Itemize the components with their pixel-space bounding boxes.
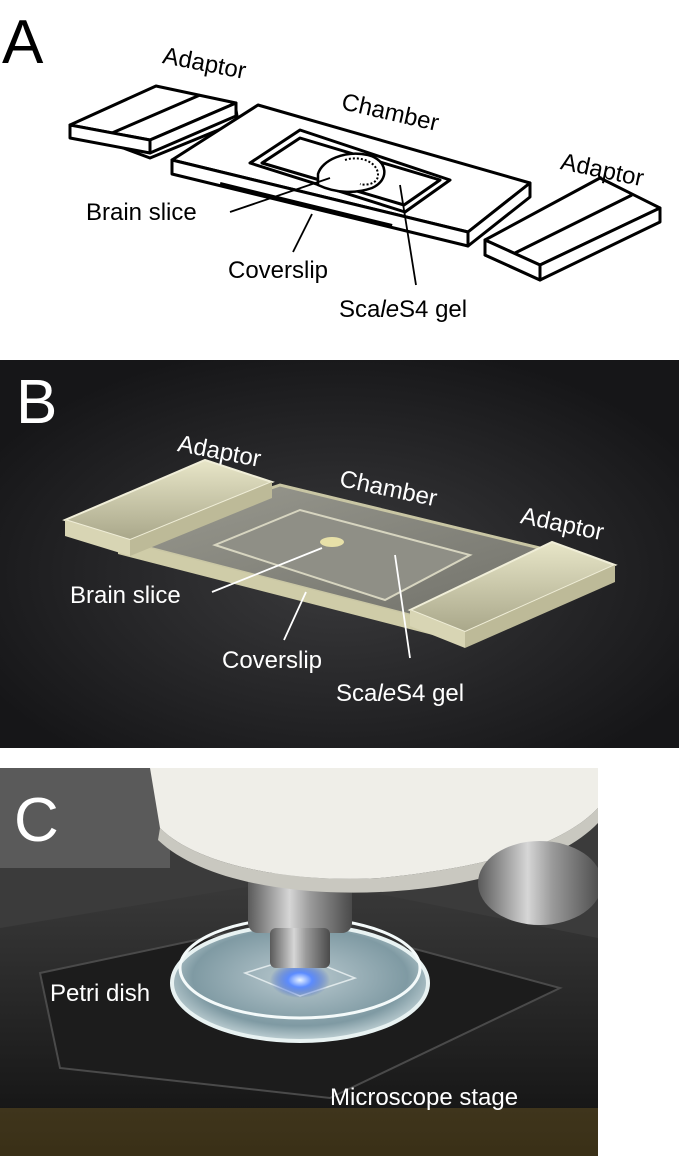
photo-label-scales4-gel: ScaleS4 gel <box>336 680 464 708</box>
panel-b-photo: B Adaptor Chamber Adaptor Brain slice Co… <box>0 360 679 748</box>
right-adaptor-side <box>538 206 662 282</box>
photo-gel-label-italic: le <box>377 680 397 707</box>
panel-a-drawing <box>68 84 662 286</box>
right-adaptor-groove <box>514 193 633 255</box>
side-objective <box>478 841 598 925</box>
objective-lens-tip <box>270 928 330 968</box>
photo-brain-slice <box>320 537 344 547</box>
photo-right-adaptor-front <box>410 610 465 648</box>
photo-brain-slice-leader <box>211 547 323 593</box>
bench-edge <box>0 1108 598 1156</box>
panel-c-letter: C <box>14 786 59 855</box>
brain-slice-leader <box>229 177 331 213</box>
panel-c-scene <box>0 768 598 1156</box>
left-adaptor-groove <box>111 93 201 135</box>
microscope-frame-left <box>0 768 170 868</box>
label-brain-slice: Brain slice <box>86 199 197 226</box>
label-microscope-stage: Microscope stage <box>330 1084 519 1111</box>
gel-label-part-2: S4 gel <box>399 296 468 323</box>
coverslip-leader <box>292 213 313 253</box>
gel-label-italic: le <box>380 296 400 323</box>
panel-b-scene <box>0 360 679 748</box>
photo-gel-leader <box>394 554 411 659</box>
chamber-side <box>466 181 532 248</box>
photo-right-adaptor-side <box>465 565 615 648</box>
photo-left-adaptor-front <box>65 520 130 556</box>
photo-gel-label-part-2: S4 gel <box>396 680 465 707</box>
label-scales4-gel: ScaleS4 gel <box>339 296 467 324</box>
photo-label-brain-slice: Brain slice <box>70 582 181 609</box>
label-petri-dish: Petri dish <box>50 980 151 1007</box>
brain-slice-shape <box>316 152 386 194</box>
coverslip-edge <box>219 182 393 228</box>
photo-label-coverslip: Coverslip <box>222 647 323 674</box>
photo-gel-label-part-1: Sca <box>336 680 378 707</box>
gel-leader <box>399 184 417 286</box>
panel-a-letter: A <box>2 8 44 77</box>
left-adaptor-side <box>148 101 238 155</box>
photo-chamber-window <box>212 508 473 602</box>
photo-left-adaptor-side <box>130 482 272 556</box>
panel-a-diagram: A Adaptor Chamber Adaptor Brain slice Co… <box>0 0 699 350</box>
label-coverslip: Coverslip <box>228 257 329 284</box>
illumination-glow <box>270 962 330 998</box>
gel-label-part-1: Sca <box>339 296 381 323</box>
microscope-head <box>150 768 598 879</box>
panel-c-photo: C Petri dish Microscope stage <box>0 768 598 1156</box>
panel-b-letter: B <box>16 368 58 437</box>
photo-coverslip-leader <box>283 591 307 641</box>
photo-chamber-edge <box>118 540 460 642</box>
